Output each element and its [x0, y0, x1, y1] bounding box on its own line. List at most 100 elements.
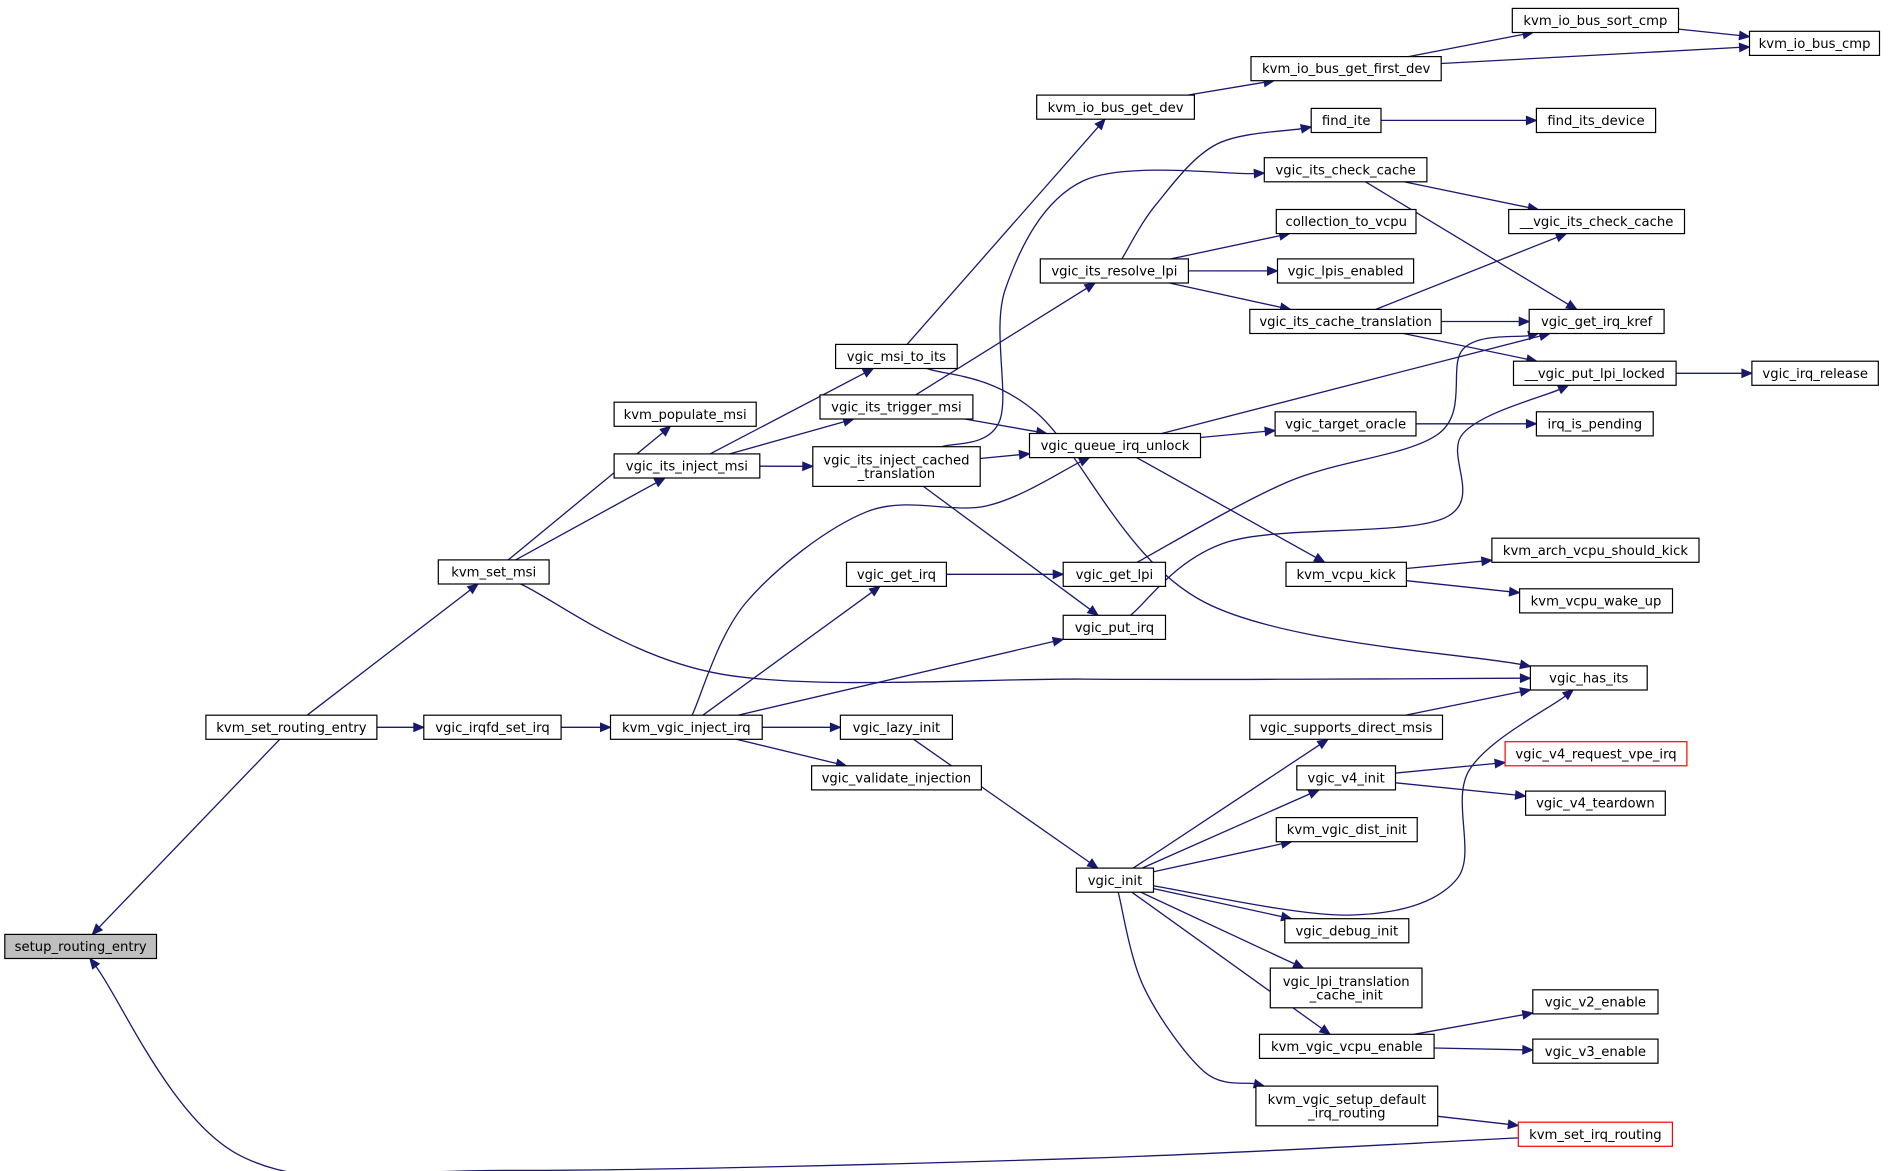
- edge-line: [95, 966, 1519, 1171]
- node-vgic-v3-enable[interactable]: vgic_v3_enable: [1532, 1038, 1659, 1064]
- edge-line: [507, 432, 664, 561]
- node-vgic-its-cache-translation[interactable]: vgic_its_cache_translation: [1249, 308, 1442, 335]
- node-setup-routing-entry[interactable]: setup_routing_entry: [4, 933, 158, 960]
- node-label: vgic_its_inject_msi: [626, 460, 748, 475]
- node-box: [1249, 714, 1444, 740]
- node-label: vgic_target_oracle: [1285, 417, 1406, 432]
- edge-vgic_its_check_cache-to-vgic_get_irq_kref: [1365, 181, 1578, 311]
- node-vgic-queue-irq-unlock[interactable]: vgic_queue_irq_unlock: [1028, 432, 1202, 459]
- edge-arrowhead: [1507, 1119, 1520, 1130]
- node-kvm-set-routing-entry[interactable]: kvm_set_routing_entry: [205, 714, 378, 740]
- node-label: vgic_lazy_init: [853, 721, 941, 736]
- node-vgic-v2-enable[interactable]: vgic_v2_enable: [1532, 989, 1659, 1015]
- node-kvm-vgic-vcpu-enable[interactable]: kvm_vgic_vcpu_enable: [1258, 1033, 1435, 1060]
- edge-line: [1140, 891, 1295, 965]
- node-vgic-get-irq[interactable]: vgic_get_irq: [845, 561, 948, 587]
- node-vgic-its-inject-msi[interactable]: vgic_its_inject_msi: [613, 453, 761, 479]
- node-label: vgic_v4_request_vpe_irq: [1515, 747, 1676, 762]
- edge-line: [515, 482, 657, 561]
- nodes-layer: setup_routing_entry kvm_set_routing_entry…: [4, 7, 1881, 1147]
- node-kvm-vgic-inject-irq[interactable]: kvm_vgic_inject_irq: [609, 714, 763, 740]
- node-collection-to-vcpu[interactable]: collection_to_vcpu: [1275, 208, 1417, 235]
- edge-arrowhead: [1083, 282, 1097, 293]
- node---vgic-its-check-cache[interactable]: __vgic_its_check_cache: [1508, 208, 1686, 235]
- node-vgic-lpi-translation-cache-init[interactable]: vgic_lpi_translation_cache_init: [1269, 967, 1423, 1009]
- node-irq-is-pending[interactable]: irq_is_pending: [1535, 411, 1654, 437]
- node-vgic-its-check-cache[interactable]: vgic_its_check_cache: [1263, 157, 1428, 183]
- edge-arrowhead: [802, 461, 815, 472]
- node-box: [839, 714, 954, 740]
- node-vgic-lazy-init[interactable]: vgic_lazy_init: [839, 714, 954, 740]
- edge-arrowhead: [413, 722, 426, 733]
- edge-arrowhead: [600, 722, 612, 733]
- edge-vgic_its_resolve_lpi-to-find_ite: [1121, 123, 1313, 260]
- node-vgic-irq-release[interactable]: vgic_irq_release: [1751, 360, 1879, 386]
- node-label: vgic_queue_irq_unlock: [1041, 439, 1190, 454]
- node-find-ite[interactable]: find_ite: [1310, 107, 1382, 134]
- node-vgic-get-irq-kref[interactable]: vgic_get_irq_kref: [1528, 308, 1665, 335]
- edge-arrowhead: [1518, 316, 1531, 327]
- node-kvm-io-bus-cmp[interactable]: kvm_io_bus_cmp: [1748, 30, 1881, 56]
- edge-arrowhead: [1052, 569, 1065, 580]
- node-vgic-v4-teardown[interactable]: vgic_v4_teardown: [1524, 790, 1666, 816]
- node-vgic-put-irq[interactable]: vgic_put_irq: [1062, 614, 1167, 640]
- node-vgic-validate-injection[interactable]: vgic_validate_injection: [810, 765, 982, 791]
- edge-vgic_v4_init-to-vgic_v4_teardown: [1395, 782, 1527, 800]
- edge-arrowhead: [1561, 689, 1575, 701]
- node-vgic-target-oracle[interactable]: vgic_target_oracle: [1274, 411, 1417, 437]
- node-vgic-msi-to-its[interactable]: vgic_msi_to_its: [834, 343, 958, 370]
- node-box: [845, 561, 948, 587]
- node-kvm-vgic-setup-default-irq-routing[interactable]: kvm_vgic_setup_default_irq_routing: [1255, 1085, 1439, 1127]
- node-vgic-its-resolve-lpi[interactable]: vgic_its_resolve_lpi: [1039, 258, 1190, 284]
- node-vgic-get-lpi[interactable]: vgic_get_lpi: [1062, 561, 1167, 587]
- node-find-its-device[interactable]: find_its_device: [1535, 107, 1657, 134]
- edge-arrowhead: [1264, 426, 1277, 437]
- node-box: [1748, 30, 1881, 56]
- node---vgic-put-lpi-locked[interactable]: __vgic_put_lpi_locked: [1512, 360, 1677, 386]
- node-vgic-irqfd-set-irq[interactable]: vgic_irqfd_set_irq: [423, 714, 562, 740]
- node-vgic-lpis-enabled[interactable]: vgic_lpis_enabled: [1276, 258, 1415, 284]
- edge-line: [1121, 128, 1302, 260]
- node-label: kvm_set_msi: [451, 566, 536, 581]
- edge-line: [1437, 1115, 1509, 1125]
- node-kvm-vgic-dist-init[interactable]: kvm_vgic_dist_init: [1275, 816, 1418, 843]
- node-kvm-io-bus-get-dev[interactable]: kvm_io_bus_get_dev: [1036, 94, 1195, 120]
- edge-arrowhead: [1077, 457, 1091, 467]
- edge-kvm_vgic_inject_irq-to-vgic_validate_injection: [736, 738, 848, 769]
- node-label: kvm_io_bus_sort_cmp: [1523, 14, 1667, 29]
- node-kvm-io-bus-get-first-dev[interactable]: kvm_io_bus_get_first_dev: [1250, 55, 1442, 82]
- node-vgic-has-its[interactable]: vgic_has_its: [1529, 665, 1648, 691]
- node-vgic-its-trigger-msi[interactable]: vgic_its_trigger_msi: [819, 394, 974, 420]
- edge-kvm_vgic_vcpu_enable-to-vgic_v3_enable: [1434, 1044, 1535, 1055]
- node-vgic-v4-init[interactable]: vgic_v4_init: [1296, 765, 1397, 791]
- node-box: [1250, 55, 1442, 82]
- edge-vgic_get_irq-to-vgic_get_lpi: [946, 569, 1065, 580]
- node-vgic-its-inject-cached-translation[interactable]: vgic_its_inject_cached_translation: [812, 446, 981, 488]
- node-box: [1284, 918, 1410, 944]
- edge-line: [1408, 33, 1524, 58]
- edge-kvm_set_msi-to-vgic_has_its: [520, 583, 1532, 684]
- edge-line: [926, 367, 1521, 666]
- edge-arrowhead: [1051, 636, 1065, 647]
- edge-arrowhead: [89, 957, 101, 970]
- node-label: kvm_io_bus_get_first_dev: [1262, 62, 1430, 77]
- edge-line: [1375, 236, 1558, 311]
- edge-line: [980, 454, 1020, 460]
- node-kvm-vcpu-kick[interactable]: kvm_vcpu_kick: [1285, 561, 1408, 587]
- node-kvm-vcpu-wake-up[interactable]: kvm_vcpu_wake_up: [1518, 588, 1674, 614]
- node-kvm-populate-msi[interactable]: kvm_populate_msi: [613, 401, 757, 427]
- node-kvm-set-irq-routing[interactable]: kvm_set_irq_routing: [1517, 1121, 1674, 1147]
- node-kvm-io-bus-sort-cmp[interactable]: kvm_io_bus_sort_cmp: [1511, 7, 1680, 34]
- node-kvm-set-msi[interactable]: kvm_set_msi: [437, 559, 550, 585]
- node-vgic-init[interactable]: vgic_init: [1075, 867, 1155, 893]
- node-kvm-arch-vcpu-should-kick[interactable]: kvm_arch_vcpu_should_kick: [1491, 537, 1700, 563]
- edge-vgic_its_inject_cached_translation-to-vgic_put_irq: [923, 485, 1100, 617]
- node-label: vgic_irqfd_set_irq: [435, 721, 550, 736]
- node-vgic-v4-request-vpe-irq[interactable]: vgic_v4_request_vpe_irq: [1504, 741, 1688, 767]
- node-vgic-debug-init[interactable]: vgic_debug_init: [1284, 918, 1410, 944]
- node-vgic-supports-direct-msis[interactable]: vgic_supports_direct_msis: [1249, 714, 1444, 740]
- node-label: kvm_vcpu_kick: [1296, 568, 1396, 583]
- edge-arrowhead: [1316, 738, 1330, 750]
- edge-line: [1406, 580, 1510, 593]
- node-label: vgic_v4_teardown: [1536, 797, 1655, 812]
